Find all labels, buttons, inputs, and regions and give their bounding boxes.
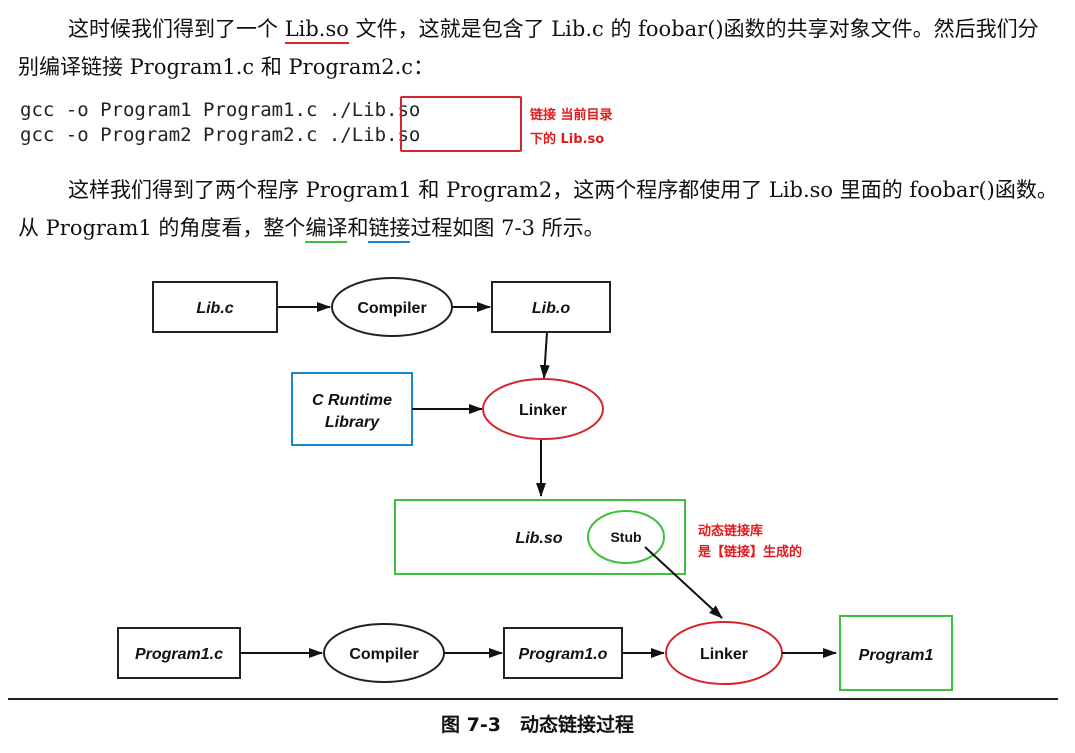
code-line-1-arg: ./Lib.so	[328, 99, 421, 121]
lib-so-label: Lib.so	[515, 530, 562, 547]
program1-c-box	[117, 627, 241, 679]
c-runtime-label-line-1: C Runtime	[312, 392, 392, 409]
linker-1-ellipse	[482, 378, 604, 440]
c-runtime-library-box	[291, 372, 413, 446]
stub-label: Stub	[610, 529, 641, 545]
code-line-2-arg: ./Lib.so	[328, 124, 421, 146]
c-runtime-label-line-2: Library	[325, 414, 380, 431]
code-highlight-box	[400, 96, 522, 152]
paragraph-2-and: 和	[347, 216, 369, 240]
code-line-1: gcc -o Program1 Program1.c ./Lib.so	[20, 99, 420, 121]
compiler-2-label: Compiler	[349, 646, 418, 663]
program1-c-label: Program1.c	[135, 646, 223, 663]
arrow-libo-linker	[539, 331, 550, 379]
arrow-stub-linker	[644, 546, 723, 619]
paragraph-1: 这时候我们得到了一个 Lib.so 文件，这就是包含了 Lib.c 的 foob…	[18, 10, 1058, 86]
lib-so-underlined: Lib.so	[284, 17, 349, 44]
stub-ellipse	[587, 510, 665, 564]
code-line-1-prefix: gcc -o Program1 Program1.c	[20, 99, 329, 121]
paragraph-2-text-b: 过程如图 7-3 所示。	[410, 216, 605, 240]
lib-o-box	[491, 281, 611, 333]
program1-label: Program1	[859, 647, 934, 664]
link-underlined: 链接	[368, 216, 411, 243]
paragraph-2: 这样我们得到了两个程序 Program1 和 Program2，这两个程序都使用…	[18, 171, 1058, 247]
program1-box	[839, 615, 953, 691]
code-note-line-1: 链接 当前目录	[530, 108, 613, 123]
paragraph-1-text-a: 这时候我们得到了一个	[68, 17, 285, 41]
code-note-line-2: 下的 Lib.so	[530, 132, 605, 147]
paragraph-2-text-a: 这样我们得到了两个程序 Program1 和 Program2，这两个程序都使用…	[18, 178, 1058, 240]
diagram-note-line-1: 动态链接库	[698, 524, 764, 539]
compile-underlined: 编译	[305, 216, 348, 243]
lib-o-label: Lib.o	[532, 300, 570, 317]
caption-rule	[8, 698, 1058, 700]
lib-c-label: Lib.c	[196, 300, 233, 317]
program1-o-label: Program1.o	[519, 646, 608, 663]
linker-2-label: Linker	[700, 646, 748, 663]
code-line-2-prefix: gcc -o Program2 Program2.c	[20, 124, 329, 146]
code-line-2: gcc -o Program2 Program2.c ./Lib.so	[20, 124, 420, 146]
compiler-1-label: Compiler	[357, 300, 426, 317]
paragraph-1-text-b: 文件，这就是包含了 Lib.c 的 foobar()函数的共享对象文件。然后我们…	[18, 17, 1039, 79]
linker-1-label: Linker	[519, 402, 567, 419]
figure-caption: 图 7-3 动态链接过程	[441, 714, 634, 736]
diagram-note-line-2: 是【链接】生成的	[698, 545, 803, 560]
